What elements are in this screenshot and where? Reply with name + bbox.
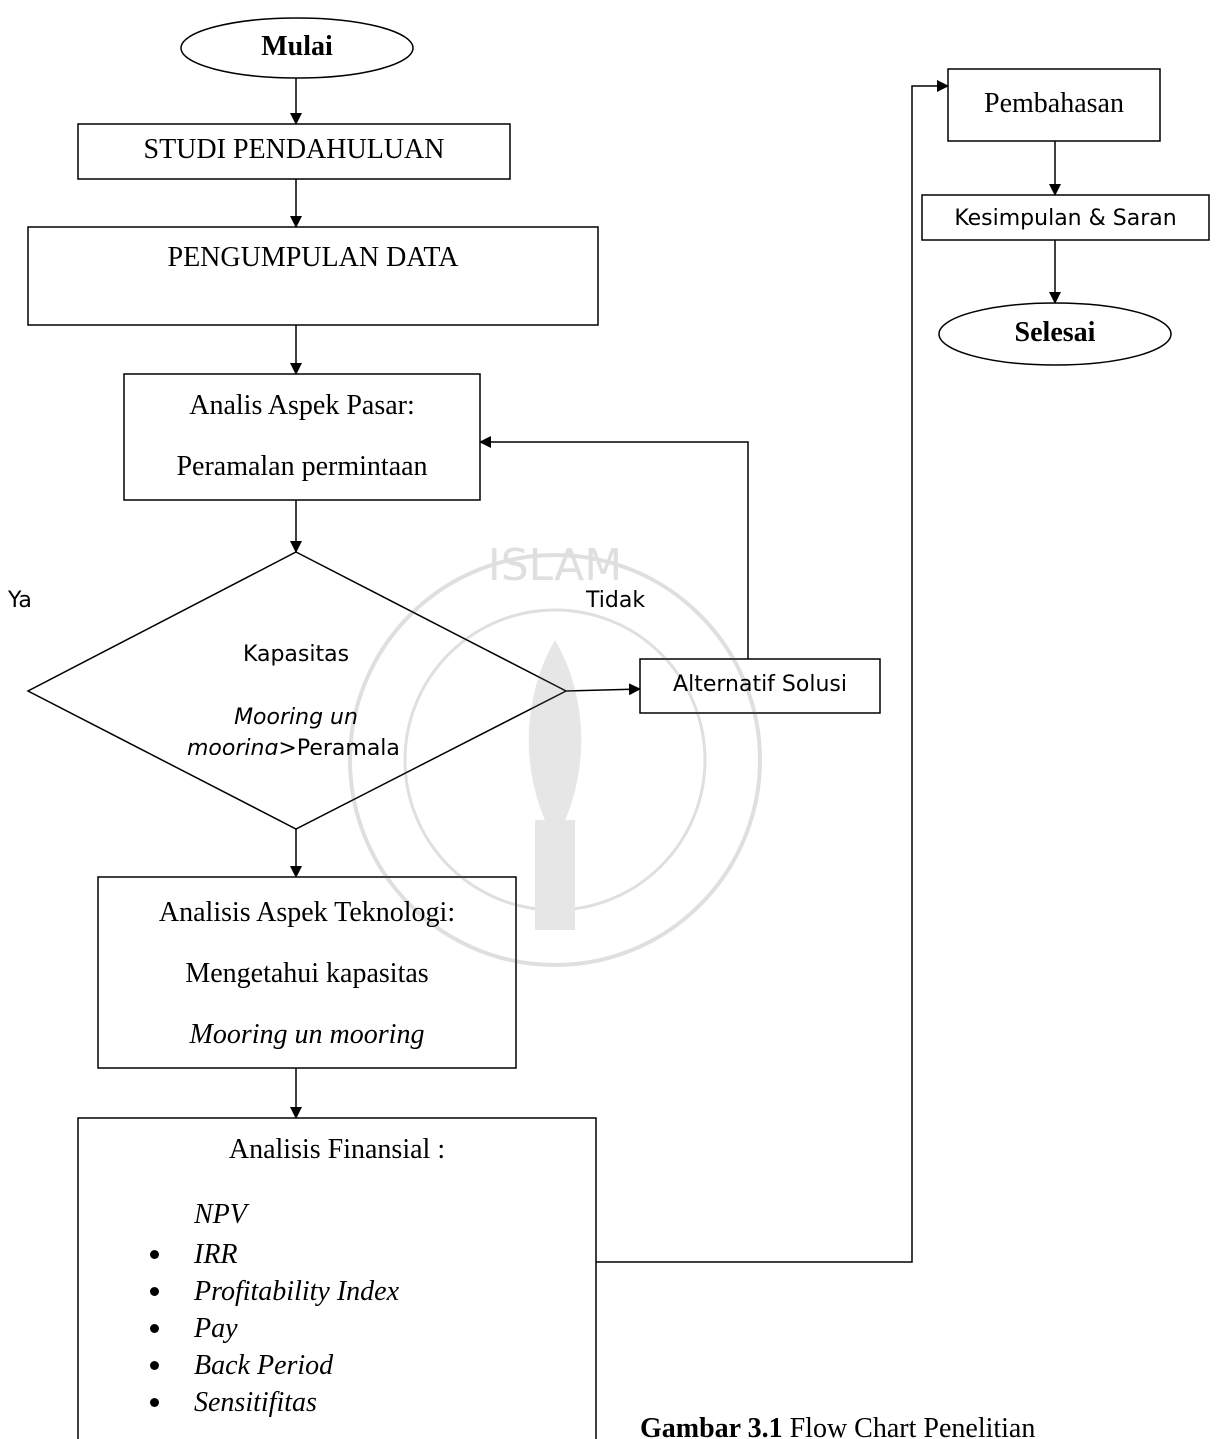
pembahasan-label: Pembahasan [984,88,1124,119]
finansial-item-label: Sensitifitas [194,1387,317,1418]
start-terminator [180,17,414,79]
caption-text: Flow Chart Penelitian [782,1413,1036,1439]
pembahasan-box [947,68,1161,142]
finansial-item: Sensitifitas [150,1384,399,1421]
teknologi-label-line3: Mooring un mooring [189,1019,425,1050]
alternatif-box [639,658,881,714]
caption-number: Gambar 3.1 [640,1413,783,1439]
finansial-item-label: Profitability Index [194,1276,400,1307]
decision-label-line3-rest: >Peramala [278,736,400,755]
decision-label-line3: mooring>Peramala [187,735,400,755]
no-label: Tidak [586,588,646,613]
bullet-icon [150,1361,159,1370]
start-label: Mulai [261,31,333,62]
pasar-box [123,373,481,501]
edge-finansial-pembahasan [596,80,949,1263]
finansial-item: Profitability Index [150,1273,399,1310]
yes-label: Ya [8,588,32,613]
pasar-label-line2: Peramalan permintaan [176,451,428,482]
decision-label-line3-italic: mooring [187,736,279,755]
teknologi-label-line1: Analisis Aspek Teknologi: [158,897,456,928]
edge-decision-alternatif [565,683,641,696]
finansial-item: IRR [150,1236,399,1273]
pengumpulan-label: PENGUMPULAN DATA [167,242,459,273]
bullet-icon [150,1250,159,1259]
teknologi-label-line2: Mengetahui kapasitas [185,958,429,989]
university-seal-watermark: ISLAM [348,540,762,967]
alternatif-label: Alternatif Solusi [673,672,847,697]
finansial-item-label: IRR [194,1239,238,1270]
pasar-label-line1: Analis Aspek Pasar: [189,390,415,421]
end-label: Selesai [1014,317,1096,348]
teknologi-box [97,876,517,1069]
finansial-item: Back Period [150,1347,399,1384]
kesimpulan-box [921,194,1210,241]
edge-alternatif-pasar [479,436,749,659]
finansial-npv: NPV [194,1199,247,1230]
decision-label-line1: Kapasitas [242,642,350,667]
bullet-icon [150,1398,159,1407]
bullet-icon [150,1324,159,1333]
kesimpulan-label: Kesimpulan & Saran [954,206,1177,231]
finansial-title: Analisis Finansial : [228,1134,446,1165]
figure-caption: Gambar 3.1 Flow Chart Penelitian [640,1413,1035,1439]
finansial-item: Pay [150,1310,399,1347]
finansial-box [77,1117,597,1439]
finansial-item-label: Pay [194,1313,238,1344]
bullet-icon [150,1287,159,1296]
pengumpulan-box [27,226,599,326]
decision-label-line2: Mooring un [234,705,358,730]
studi-box [77,123,511,180]
svg-text:ISLAM: ISLAM [488,540,623,591]
studi-label: STUDI PENDAHULUAN [143,134,445,165]
finansial-item-label: Back Period [194,1350,334,1381]
